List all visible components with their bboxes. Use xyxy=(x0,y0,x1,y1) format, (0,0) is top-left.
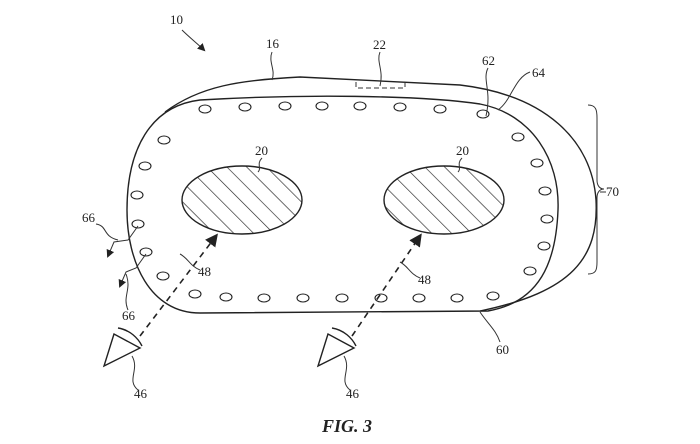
stray-light-rays xyxy=(106,225,147,288)
light-source-dot xyxy=(374,293,388,303)
light-source-dot xyxy=(530,158,544,168)
front-face xyxy=(126,95,559,314)
light-source-dot xyxy=(486,291,500,301)
label-light-lower: 66 xyxy=(122,308,136,323)
label-light-upper: 66 xyxy=(82,210,96,225)
light-sources xyxy=(130,101,554,303)
light-source-dot xyxy=(130,190,144,200)
light-source-dot xyxy=(511,132,525,142)
light-source-dot xyxy=(335,293,349,303)
lens-right xyxy=(383,165,505,235)
light-source-dot xyxy=(278,101,292,111)
label-side: 70 xyxy=(606,184,619,199)
light-source-dot xyxy=(433,104,447,114)
label-direction-left: 48 xyxy=(198,264,211,279)
eye-right-icon xyxy=(316,327,357,368)
light-source-dot xyxy=(139,247,153,257)
side-bracket xyxy=(587,104,605,275)
label-eye-left: 46 xyxy=(134,386,148,401)
outer-housing xyxy=(164,76,597,312)
label-direction-right: 48 xyxy=(418,272,431,287)
light-source-dot xyxy=(537,241,551,251)
label-component: 22 xyxy=(373,37,386,52)
component-outline xyxy=(355,82,406,89)
light-source-dot xyxy=(131,219,145,229)
label-housing: 16 xyxy=(266,36,280,51)
gaze-arrow-left xyxy=(139,233,218,337)
light-source-dot xyxy=(219,292,233,302)
light-source-dot xyxy=(157,135,171,145)
light-source-dot xyxy=(138,161,152,171)
label-region: 64 xyxy=(532,65,546,80)
lens-left xyxy=(181,165,303,235)
light-source-dot xyxy=(412,293,426,303)
label-eye-right: 46 xyxy=(346,386,360,401)
light-source-dot xyxy=(188,289,202,299)
light-source-dot xyxy=(315,101,329,111)
light-source-dot xyxy=(523,266,537,276)
light-source-dot xyxy=(238,102,252,112)
light-source-dot xyxy=(257,293,271,303)
light-source-dot xyxy=(450,293,464,303)
eye-left-icon xyxy=(102,327,143,368)
light-source-dot xyxy=(296,293,310,303)
label-light-source: 62 xyxy=(482,53,495,68)
label-device: 10 xyxy=(170,12,183,27)
figure-caption: FIG. 3 xyxy=(321,416,372,436)
light-source-dot xyxy=(540,214,554,224)
light-source-dot xyxy=(393,102,407,112)
label-lens-right: 20 xyxy=(456,143,469,158)
light-source-dot xyxy=(538,186,552,196)
light-source-dot xyxy=(198,104,212,114)
label-lens-left: 20 xyxy=(255,143,268,158)
gaze-arrow-right xyxy=(351,233,422,337)
light-source-dot xyxy=(353,101,367,111)
light-source-dot xyxy=(156,271,170,281)
label-face: 60 xyxy=(496,342,509,357)
leader-lines xyxy=(95,29,606,391)
